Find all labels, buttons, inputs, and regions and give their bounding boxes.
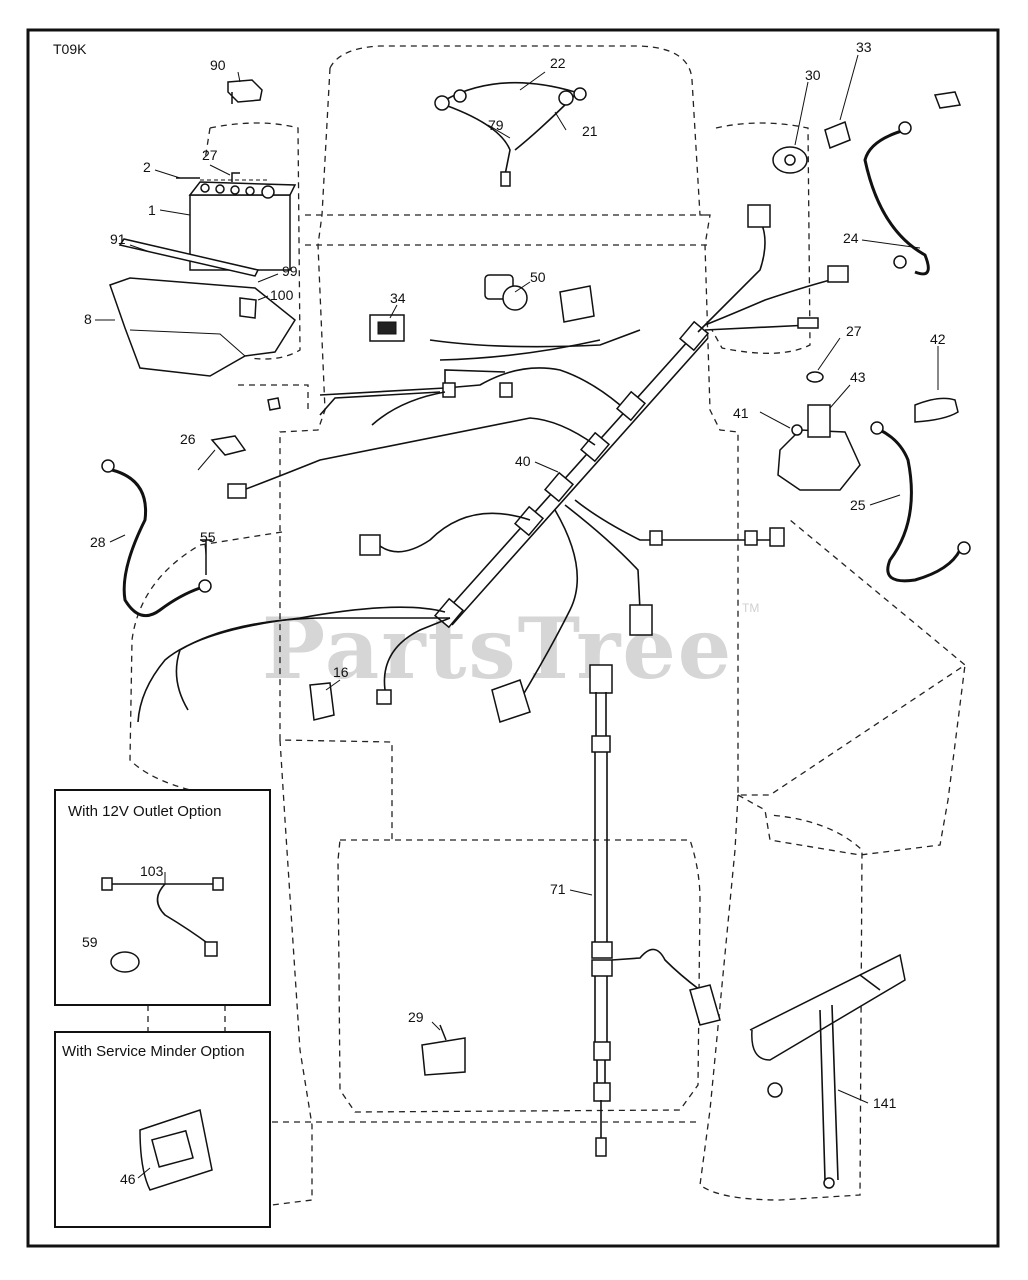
callout-26: 26 (180, 431, 196, 447)
callout-30: 30 (805, 67, 821, 83)
main-harness-40 (137, 204, 849, 723)
callout-55: 55 (200, 529, 216, 545)
callout-24: 24 (843, 230, 859, 246)
battery-cable-25 (870, 421, 971, 583)
pto-switch (369, 274, 595, 342)
callout-34: 34 (390, 290, 406, 306)
option-box-service-minder: With Service Minder Option (54, 1031, 271, 1228)
diagram-code: T09K (53, 41, 87, 57)
part-16 (309, 682, 335, 721)
watermark-text: PartsTree (262, 599, 733, 698)
callout-90: 90 (210, 57, 226, 73)
diagram-frame (26, 28, 1000, 1248)
part-90 (227, 79, 263, 104)
callout-42: 42 (930, 331, 946, 347)
callout-50: 50 (530, 269, 546, 285)
callout-100: 100 (270, 287, 294, 303)
callout-2: 2 (143, 159, 151, 175)
callout-22: 22 (550, 55, 566, 71)
callout-29: 29 (408, 1009, 424, 1025)
callout-1: 1 (148, 202, 156, 218)
outlet-option-title: With 12V Outlet Option (68, 803, 221, 820)
ground-cable-28 (101, 459, 212, 618)
watermark-trademark: TM (742, 601, 759, 615)
minder-option-title: With Service Minder Option (62, 1043, 245, 1060)
callout-141: 141 (873, 1095, 897, 1111)
watermark: PartsTree TM (262, 599, 759, 698)
callout-43: 43 (850, 369, 866, 385)
callout-25: 25 (850, 497, 866, 513)
callout-8: 8 (84, 311, 92, 327)
callout-79: 79 (488, 117, 504, 133)
solenoid-assembly (777, 371, 959, 491)
battery-cable-24 (863, 91, 962, 276)
battery-assembly (109, 172, 297, 377)
option-box-12v-outlet: With 12V Outlet Option (54, 789, 271, 1006)
part-141 (749, 953, 906, 1189)
callout-91: 91 (110, 231, 126, 247)
callout-16: 16 (333, 664, 349, 680)
callout-27-solenoid: 27 (846, 323, 862, 339)
ignition-switch (772, 120, 851, 174)
callout-46: 46 (120, 1171, 136, 1187)
callout-99: 99 (282, 263, 298, 279)
headlight-harness (434, 81, 587, 187)
leader-lines (95, 54, 939, 1179)
callout-33: 33 (856, 39, 872, 55)
callout-41: 41 (733, 405, 749, 421)
callout-40: 40 (515, 453, 531, 469)
callout-28: 28 (90, 534, 106, 550)
part-26 (210, 435, 247, 456)
callout-103: 103 (140, 863, 164, 879)
part-29 (421, 1024, 466, 1076)
callout-59: 59 (82, 934, 98, 950)
harness-71 (589, 664, 721, 1157)
callout-27-hold-down: 27 (202, 147, 218, 163)
callout-21: 21 (582, 123, 598, 139)
callout-71: 71 (550, 881, 566, 897)
